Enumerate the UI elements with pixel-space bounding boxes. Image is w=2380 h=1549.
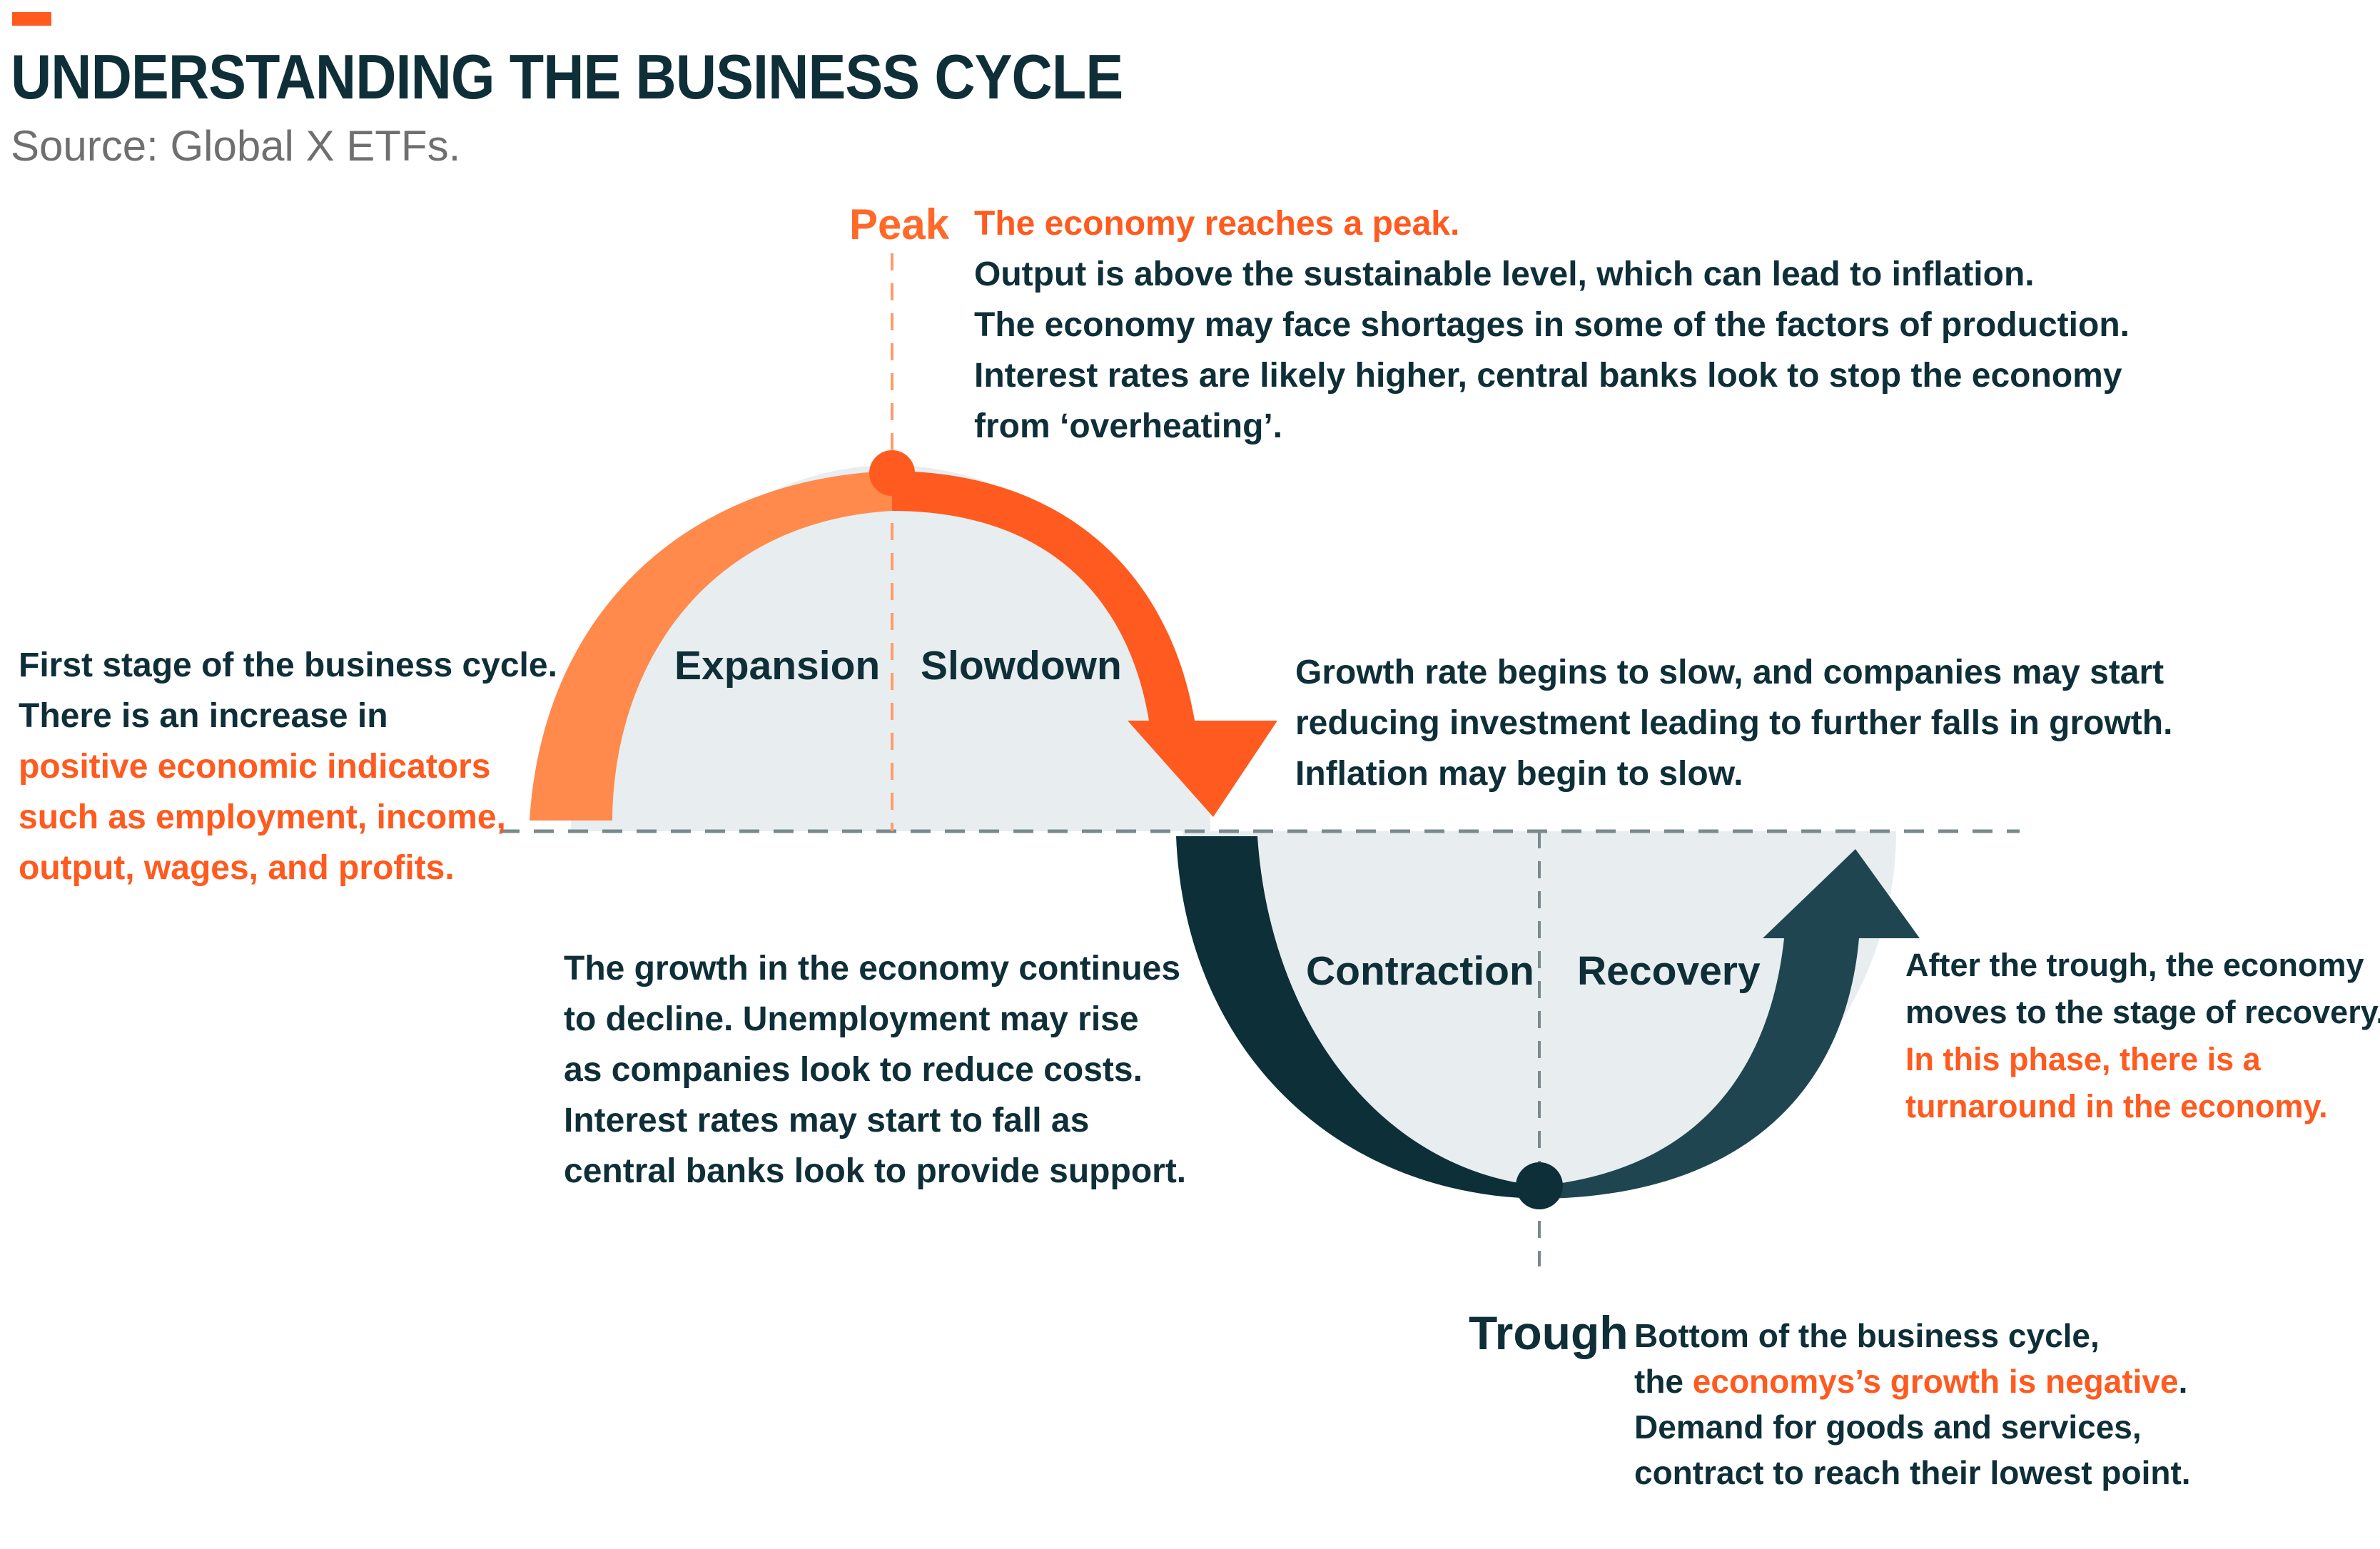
expansion-description: First stage of the business cycle. There…: [19, 640, 557, 893]
slowdown-desc-line: Inflation may begin to slow.: [1295, 755, 1743, 793]
contraction-desc-line: to decline. Unemployment may rise: [564, 1000, 1139, 1038]
trough-desc-line: the economys’s growth is negative.: [1634, 1358, 2191, 1404]
contraction-desc-line: The growth in the economy continues: [564, 950, 1181, 987]
peak-label: Peak: [849, 200, 950, 248]
accent-bar: [12, 12, 51, 26]
recovery-desc-line: moves to the stage of recovery.: [1905, 994, 2380, 1030]
trough-marker: [1516, 1162, 1563, 1209]
contraction-desc-line: Interest rates may start to fall as: [564, 1102, 1090, 1139]
slowdown-arrow: [892, 471, 1277, 817]
slowdown-desc-line: reducing investment leading to further f…: [1295, 704, 2173, 742]
stage-label-recovery: Recovery: [1577, 948, 1761, 994]
trough-desc-line: contract to reach their lowest point.: [1634, 1454, 2191, 1491]
expansion-arrow: [530, 471, 892, 821]
peak-desc-line: from ‘overheating’.: [974, 407, 1283, 445]
contraction-desc-line: as companies look to reduce costs.: [564, 1051, 1143, 1089]
trough-desc-line: Demand for goods and services,: [1634, 1408, 2142, 1446]
expansion-desc-line: There is an increase in: [19, 697, 388, 735]
slowdown-desc-line: Growth rate begins to slow, and companie…: [1295, 654, 2164, 691]
trough-desc-prefix: the: [1634, 1363, 1693, 1400]
trough-description: Bottom of the business cycle, the econom…: [1634, 1313, 2191, 1495]
stage-label-slowdown: Slowdown: [921, 643, 1122, 689]
stage-label-contraction: Contraction: [1306, 948, 1534, 994]
source-note: Source: Global X ETFs.: [11, 122, 461, 170]
contraction-description: The growth in the economy continues to d…: [564, 943, 1186, 1197]
trough-desc-highlight: economys’s growth is negative: [1692, 1363, 2179, 1400]
slowdown-description: Growth rate begins to slow, and companie…: [1295, 647, 2172, 799]
trough-desc-line: Bottom of the business cycle,: [1634, 1317, 2100, 1354]
expansion-desc-line: positive economic indicators: [19, 748, 491, 786]
recovery-desc-line: turnaround in the economy.: [1905, 1088, 2328, 1124]
peak-desc-line: The economy reaches a peak.: [974, 205, 1460, 243]
peak-desc-line: The economy may face shortages in some o…: [974, 306, 2130, 344]
peak-marker: [869, 450, 915, 496]
recovery-description: After the trough, the economy moves to t…: [1905, 942, 2380, 1130]
trough-label: Trough: [1469, 1306, 1629, 1359]
stage-label-expansion: Expansion: [674, 643, 881, 689]
peak-desc-line: Output is above the sustainable level, w…: [974, 255, 2035, 293]
peak-desc-line: Interest rates are likely higher, centra…: [974, 357, 2122, 395]
page-title: UNDERSTANDING THE BUSINESS CYCLE: [11, 41, 1123, 112]
trough-desc-suffix: .: [2178, 1363, 2188, 1400]
expansion-desc-line: First stage of the business cycle.: [19, 646, 557, 684]
recovery-desc-line: In this phase, there is a: [1905, 1041, 2261, 1077]
peak-description: The economy reaches a peak. Output is ab…: [974, 198, 2130, 452]
contraction-arc: [1176, 836, 1539, 1199]
contraction-desc-line: central banks look to provide support.: [564, 1152, 1187, 1190]
recovery-arrow: [1539, 849, 1920, 1199]
expansion-desc-line: output, wages, and profits.: [19, 849, 455, 887]
expansion-desc-line: such as employment, income,: [19, 798, 506, 836]
recovery-desc-line: After the trough, the economy: [1905, 947, 2364, 983]
